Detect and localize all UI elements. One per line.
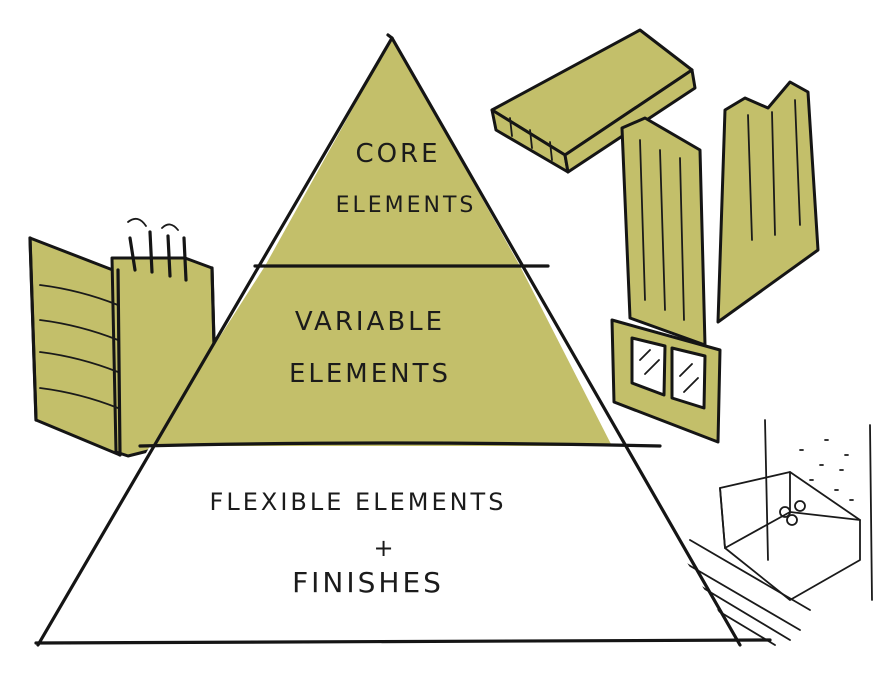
flexible-label-line1: FLEXIBLE ELEMENTS	[210, 488, 507, 516]
pyramid-tier-variable	[150, 266, 612, 446]
flexible-label-plus: +	[373, 534, 396, 562]
flexible-label-line2: FINISHES	[292, 566, 444, 599]
core-label-line2: ELEMENTS	[336, 193, 477, 218]
variable-label-line2: ELEMENTS	[289, 359, 451, 389]
kitchen-furniture-sketch	[679, 419, 873, 646]
core-label-line1: CORE	[355, 139, 440, 169]
wall-panel-sketch	[620, 116, 707, 347]
tall-wall-panel-sketch	[716, 80, 820, 324]
window-module-sketch	[610, 318, 722, 444]
variable-label-line1: VARIABLE	[295, 307, 445, 337]
pyramid-tier-flexible	[38, 446, 738, 642]
pyramid: CORE ELEMENTS VARIABLE ELEMENTS FLEXIBLE…	[34, 33, 772, 647]
pyramid-tier-core	[265, 38, 520, 266]
roof-slab-sketch	[490, 28, 697, 174]
